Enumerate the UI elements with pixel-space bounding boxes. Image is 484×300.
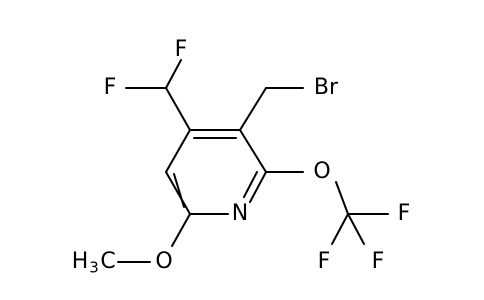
bond-c4-chf2: [165, 87, 191, 131]
atom-fluorine-top: F: [175, 37, 188, 62]
bond-c6-c5-inner: [173, 173, 185, 208]
bond-c5-c4: [165, 129, 191, 173]
atom-methyl-h: H: [72, 249, 89, 274]
bond-c3-ch2: [239, 87, 267, 131]
atom-bromine: Br: [314, 75, 339, 100]
bond-c2-n: [249, 171, 267, 203]
atom-methyl-subscript: 3: [89, 259, 99, 277]
atom-nitrogen-ring: N: [232, 201, 248, 226]
atom-methyl-c: C: [100, 249, 115, 274]
bond-c2-n-inner: [243, 171, 258, 198]
bond-c6-o-methoxy: [171, 213, 191, 247]
atom-fluorine-cf3-right: F: [398, 201, 411, 226]
atom-fluorine-cf3-bottom-left: F: [318, 249, 331, 274]
atom-oxygen-methoxy: O: [155, 249, 172, 274]
bond-cf3-f-bottom-right: [347, 213, 365, 245]
bond-o-cf3: [335, 181, 349, 215]
bond-chf2-f-top: [165, 59, 182, 89]
bond-cf3-f-bottom-left: [331, 213, 349, 245]
atom-fluorine-left: F: [104, 75, 117, 100]
bond-c3-c2: [239, 129, 267, 173]
bond-c6-c5: [165, 171, 191, 215]
atom-fluorine-cf3-bottom-right: F: [372, 249, 385, 274]
atom-oxygen-ether: O: [313, 159, 330, 184]
